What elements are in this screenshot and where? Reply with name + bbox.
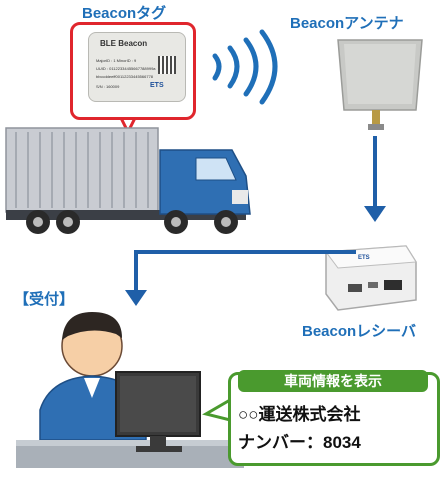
receiver-illustration: [325, 245, 417, 311]
beacon-tag-logo: ETS: [150, 82, 164, 89]
arrow-down: [364, 136, 386, 222]
arrow-head: [125, 290, 147, 306]
reception-label: 【受付】: [14, 291, 75, 308]
beacon-tag-label: Beaconタグ: [82, 5, 167, 22]
beacon-tag-uuid-cont: bbccddeeff00112233445566778: [96, 74, 154, 79]
beacon-tag-major-minor: MajorID : 1 MinorID : 9: [96, 58, 137, 63]
receiver-logo: ETS: [358, 255, 370, 261]
arrow-left-down: [134, 250, 356, 292]
beacon-tag-uuid: UUID : 01122334455667788999a: [96, 66, 156, 71]
antenna-label: Beaconアンテナ: [290, 15, 404, 32]
beacon-tag-title: BLE Beacon: [100, 39, 148, 48]
beacon-tag-serial: S/N : 160009: [96, 84, 120, 89]
vehicle-number: ナンバー：8034: [238, 433, 361, 452]
receptionist-illustration: [16, 312, 244, 468]
qr-code-icon: [158, 56, 176, 74]
signal-waves-icon: [212, 29, 278, 105]
vehicle-info-header: 車両情報を表示: [238, 370, 428, 392]
company-name: ○○運送株式会社: [238, 405, 361, 424]
receiver-label: Beaconレシーバ: [302, 323, 417, 340]
antenna-illustration: [337, 39, 423, 130]
truck-illustration: [5, 127, 251, 234]
monitor-illustration: [115, 371, 201, 452]
bubble-tail: [202, 397, 232, 422]
